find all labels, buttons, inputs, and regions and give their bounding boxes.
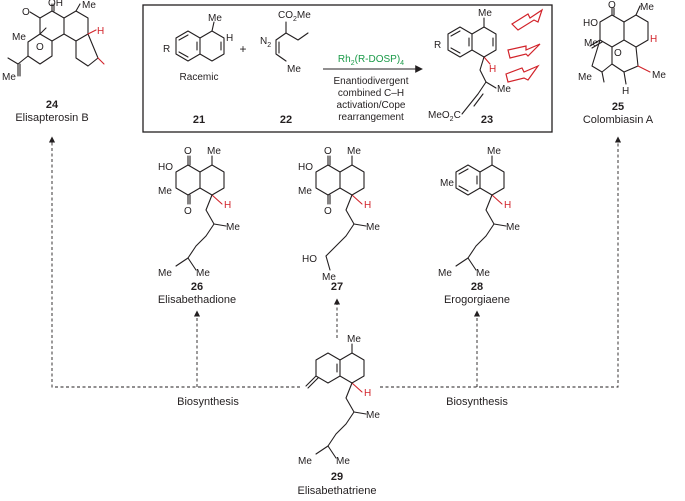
atom-label: N2	[260, 36, 271, 49]
condition-line: activation/Cope	[337, 100, 406, 111]
atom-label: H	[97, 26, 104, 37]
atom-label: Me	[298, 186, 312, 197]
highlight-arrows	[505, 8, 544, 83]
atom-label: Me	[440, 178, 454, 189]
atom-label: CO2Me	[278, 10, 311, 23]
atom-label: HO	[302, 254, 317, 265]
atom-label: OH	[48, 0, 63, 9]
atom-label: HO	[298, 162, 313, 173]
atom-label: Me	[578, 72, 592, 83]
compound-name: Elisabethadione	[158, 294, 236, 306]
atom-label: Me	[82, 0, 96, 11]
compound-number: 21	[193, 114, 205, 126]
atom-label: Me	[652, 70, 666, 81]
atom-label: Me	[12, 32, 26, 43]
atom-label: H	[224, 200, 231, 211]
atom-label: Me	[322, 272, 336, 283]
atom-label: HO	[583, 18, 598, 29]
biosynthesis-arrows	[48, 136, 622, 388]
atom-label: H	[226, 33, 233, 44]
atom-label: HO	[158, 162, 173, 173]
compound-number: 29	[331, 471, 343, 483]
atom-label: Me	[584, 38, 598, 49]
compound-29-structure	[305, 343, 367, 459]
atom-label: Me	[287, 64, 301, 75]
condition-line: rearrangement	[338, 112, 404, 123]
atom-label: Me	[298, 456, 312, 467]
compound-number: 26	[191, 281, 203, 293]
atom-label: Me	[366, 410, 380, 421]
atom-label: Me	[207, 146, 221, 157]
product-23-structure	[447, 17, 497, 115]
atom-label: H	[489, 64, 496, 75]
atom-label: Me	[158, 268, 172, 279]
compound-26-structure	[175, 155, 227, 271]
atom-label: Me	[158, 186, 172, 197]
plus-sign: +	[239, 42, 246, 56]
atom-label: O	[324, 146, 332, 157]
atom-label: H	[622, 86, 629, 97]
atom-label: Me	[347, 334, 361, 345]
atom-label: Me	[2, 72, 16, 83]
atom-label: Me	[438, 268, 452, 279]
atom-label: Me	[347, 146, 361, 157]
atom-label: O	[184, 206, 192, 217]
compound-28-structure	[455, 155, 507, 271]
reagent-tag: Racemic	[180, 72, 219, 83]
atom-label: Me	[208, 13, 222, 24]
compound-number: 24	[46, 99, 59, 111]
reagent-21-structure	[175, 21, 225, 62]
atom-label: Me	[640, 2, 654, 13]
atom-label: Me	[478, 8, 492, 19]
condition-line: Enantiodivergent	[333, 76, 408, 87]
biosynthesis-label: Biosynthesis	[446, 396, 508, 408]
compound-number: 28	[471, 281, 483, 293]
compound-number: 23	[481, 114, 493, 126]
compound-24-structure	[7, 3, 105, 77]
atom-label: Me	[487, 146, 501, 157]
atom-label: H	[364, 388, 371, 399]
compound-number: 22	[280, 114, 292, 126]
compound-name: Elisapterosin B	[15, 112, 88, 124]
atom-label: Me	[506, 222, 520, 233]
atom-label: O	[324, 206, 332, 217]
compound-27-structure	[315, 155, 367, 271]
compound-25-structure	[589, 5, 651, 85]
reaction-box	[142, 4, 553, 133]
atom-label: O	[614, 48, 622, 59]
atom-label: H	[650, 34, 657, 45]
atom-label: Me	[476, 268, 490, 279]
atom-label: O	[608, 0, 616, 11]
atom-label: Me	[336, 456, 350, 467]
atom-label: Me	[366, 222, 380, 233]
condition-line: combined C–H	[338, 88, 404, 99]
reagent-22-structure	[275, 21, 309, 62]
atom-label: R	[163, 44, 170, 55]
catalyst-label: Rh2(R-DOSP)4	[338, 54, 404, 67]
compound-name: Colombiasin A	[583, 114, 654, 126]
compound-number: 25	[612, 101, 624, 113]
atom-label: Me	[196, 268, 210, 279]
compound-name: Erogorgiaene	[444, 294, 510, 306]
atom-label: O	[184, 146, 192, 157]
compound-name: Elisabethatriene	[298, 485, 377, 497]
atom-label: Me	[226, 222, 240, 233]
atom-label: O	[36, 42, 44, 53]
biosynthesis-label: Biosynthesis	[177, 396, 239, 408]
atom-label: R	[434, 40, 441, 51]
atom-label: H	[364, 200, 371, 211]
compound-number: 27	[331, 281, 343, 293]
atom-label: O	[22, 7, 30, 18]
atom-label: Me	[497, 84, 511, 95]
atom-label: H	[504, 200, 511, 211]
atom-label: MeO2C	[428, 110, 461, 123]
